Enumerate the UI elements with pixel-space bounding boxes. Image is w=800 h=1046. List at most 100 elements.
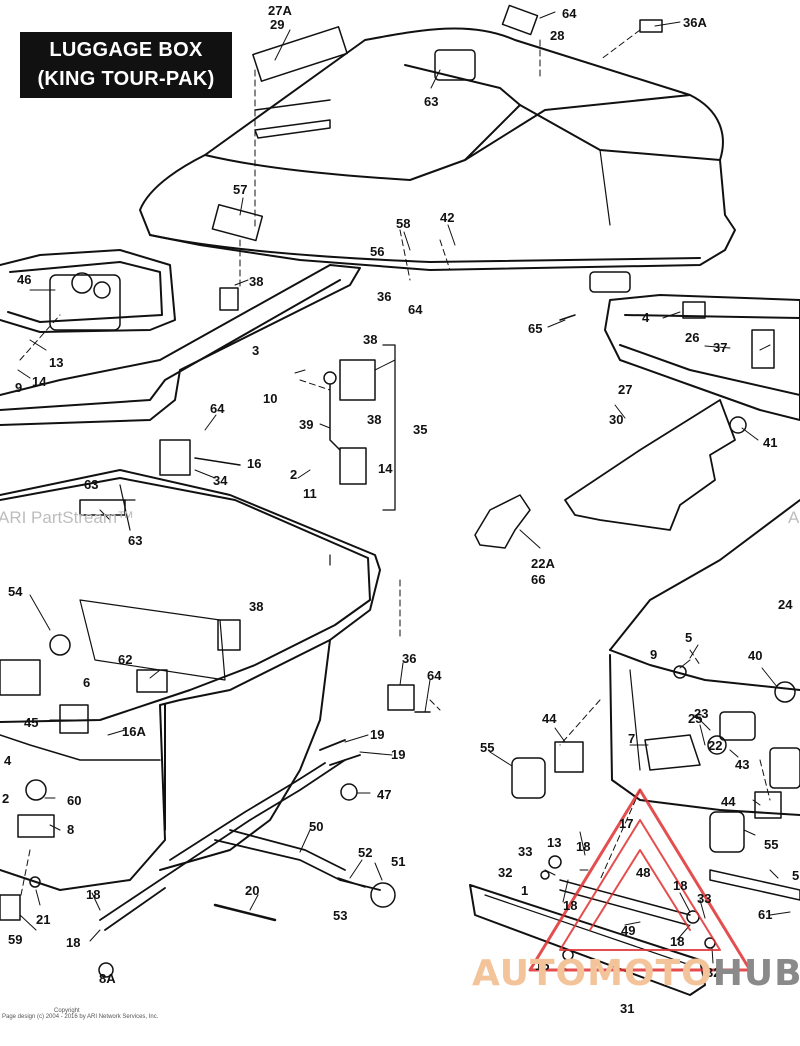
callout-label: 1	[521, 883, 528, 898]
callout-label: 29	[270, 17, 284, 32]
callout-label: 4	[4, 753, 12, 768]
callout-label: 33	[518, 844, 532, 859]
title-line-1: LUGGAGE BOX	[49, 39, 203, 61]
callout-label: 63	[84, 477, 98, 492]
bracket-35	[382, 344, 396, 511]
callout-label: 50	[309, 819, 323, 834]
callout-label: 47	[377, 787, 391, 802]
callout-label: 32	[498, 865, 512, 880]
callout-label: 33	[697, 891, 711, 906]
watermark-left: ARI PartStream™	[0, 508, 135, 527]
callout-label: 64	[562, 6, 577, 21]
callout-label: 24	[778, 597, 793, 612]
callout-label: 51	[391, 854, 405, 869]
callout-label: 60	[67, 793, 81, 808]
diagram-title: LUGGAGE BOX (KING TOUR-PAK)	[20, 32, 232, 98]
callout-label: 56	[370, 244, 384, 259]
callout-label: 58	[396, 216, 410, 231]
callout-label: 45	[24, 715, 38, 730]
callout-label: 30	[609, 412, 623, 427]
callout-label: 21	[36, 912, 50, 927]
callout-label: 18	[670, 934, 684, 949]
callout-label: 52	[358, 845, 372, 860]
callout-label: 36	[402, 651, 416, 666]
callout-label: 37	[713, 340, 727, 355]
callout-label: 63	[128, 533, 142, 548]
callout-label: 57	[233, 182, 247, 197]
callout-label: 10	[263, 391, 277, 406]
callout-label: 18	[576, 839, 590, 854]
liner-panel-30	[564, 399, 736, 531]
callout-label: 31	[620, 1001, 634, 1016]
callout-label: 62	[118, 652, 132, 667]
callout-label: 13	[49, 355, 63, 370]
callout-label: 16	[247, 456, 261, 471]
callout-label: 38	[363, 332, 377, 347]
callout-label: 54	[8, 584, 23, 599]
callout-label: 7	[628, 731, 635, 746]
callout-label: 2	[290, 467, 297, 482]
callout-label: 6	[83, 675, 90, 690]
callout-label: 59	[8, 932, 22, 947]
callout-label: 18	[86, 887, 100, 902]
callout-label: 38	[249, 599, 263, 614]
callout-label: 8A	[99, 971, 116, 986]
reflector-strip-31	[469, 884, 706, 996]
title-line-2: (KING TOUR-PAK)	[37, 68, 215, 90]
callout-label: 18	[66, 935, 80, 950]
callout-label: 43	[735, 757, 749, 772]
callout-label: 14	[32, 374, 47, 389]
callout-label: 41	[763, 435, 777, 450]
callout-label: 16A	[122, 724, 146, 739]
callout-label: 28	[550, 28, 564, 43]
callout-label: 13	[547, 835, 561, 850]
callout-label: 64	[210, 401, 225, 416]
upper-trim-left	[0, 249, 176, 333]
watermark-right: A	[788, 508, 800, 527]
callout-label: 11	[303, 486, 317, 501]
brand-logo-triangle	[528, 788, 752, 972]
callout-label: 63	[424, 94, 438, 109]
callout-label: 42	[440, 210, 454, 225]
callout-label: 39	[299, 417, 313, 432]
callout-label: 19	[391, 747, 405, 762]
luggage-box-right	[609, 499, 800, 816]
callout-label: 9	[15, 380, 22, 395]
callout-label: 15	[535, 958, 549, 973]
callout-label: 38	[367, 412, 381, 427]
callout-label: 36A	[683, 15, 707, 30]
callout-label: 36	[377, 289, 391, 304]
callout-labels: 27A 29 64 28 36A 63 57 58 42 56 46 38 36…	[2, 3, 799, 1016]
callout-label: 32	[706, 965, 720, 980]
bolt-20	[213, 903, 277, 922]
callout-label: 3	[252, 343, 259, 358]
callout-label: 25	[688, 711, 702, 726]
callout-label: 14	[378, 461, 393, 476]
callout-label: 2	[2, 791, 9, 806]
leader-lines	[17, 11, 791, 971]
callout-label: 61	[758, 907, 772, 922]
liner-piece-22a	[474, 494, 531, 549]
callout-label: 66	[531, 572, 545, 587]
callout-label: 49	[621, 923, 635, 938]
callout-label: 40	[748, 648, 762, 663]
strip-61	[709, 869, 800, 901]
callout-label: 64	[408, 302, 423, 317]
copyright-line-1: Copyright	[54, 1008, 80, 1014]
luggage-lid	[139, 27, 736, 271]
callout-label: 55	[764, 837, 778, 852]
callout-label: 27A	[268, 3, 292, 18]
hardware	[0, 4, 800, 978]
callout-label: 65	[528, 321, 542, 336]
wire-harness	[99, 739, 381, 931]
callout-label: 38	[249, 274, 263, 289]
callout-label: 5	[792, 868, 799, 883]
callout-label: 55	[480, 740, 494, 755]
callout-label: 8	[67, 822, 74, 837]
callout-label: 4	[642, 310, 650, 325]
callout-label: 44	[542, 711, 557, 726]
callout-label: 46	[17, 272, 31, 287]
assembly-lines	[19, 29, 771, 901]
brand-part-1: AUTOMOTO	[472, 953, 713, 994]
